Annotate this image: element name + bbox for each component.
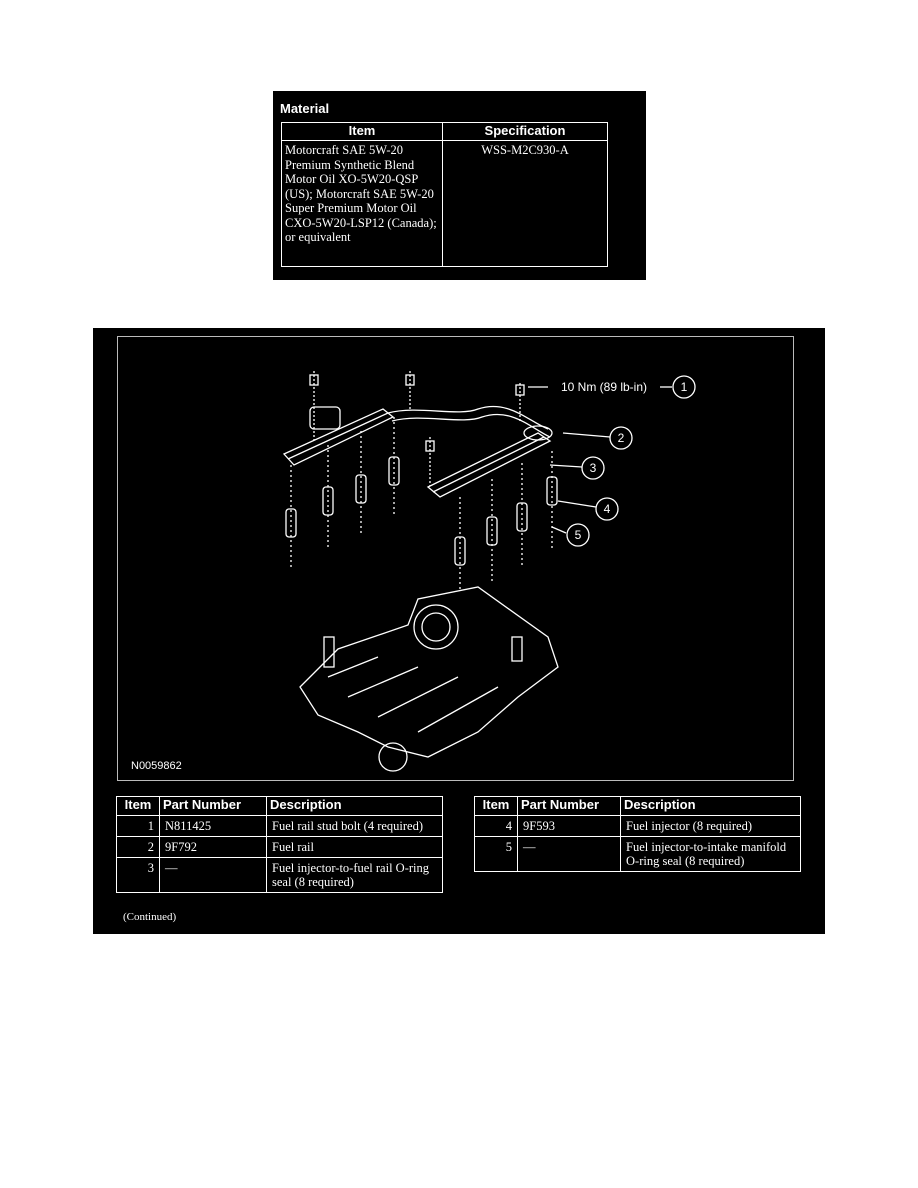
legend-item-cell: 2 — [116, 836, 160, 858]
right-fuel-rail-illustration — [426, 425, 553, 498]
legend-item-cell: 5 — [474, 836, 518, 872]
legend-row: 4 9F593 Fuel injector (8 required) — [474, 815, 801, 837]
callout-4 — [595, 497, 619, 521]
left-fuel-rail-illustration — [282, 405, 551, 466]
legend-item-cell: 1 — [116, 815, 160, 837]
legend-row: 3 — Fuel injector-to-fuel rail O-ring se… — [116, 857, 443, 893]
legend-header-item: Item — [116, 796, 160, 816]
legend-row: 5 — Fuel injector-to-intake manifold O-r… — [474, 836, 801, 872]
legend-item-cell: 3 — [116, 857, 160, 893]
legend-header-description: Description — [620, 796, 801, 816]
callout-leaders — [528, 386, 672, 534]
legend-item-cell: 4 — [474, 815, 518, 837]
material-spec-cell: WSS-M2C930-A — [442, 140, 608, 267]
material-header-row: Item Specification — [281, 122, 608, 141]
material-title: Material — [280, 101, 330, 116]
legend-header-row: Item Part Number Description — [116, 796, 443, 816]
callout-2-label: 2 — [618, 431, 625, 445]
legend-header-part: Part Number — [517, 796, 621, 816]
legend-table-left: Item Part Number Description 1 N811425 F… — [116, 796, 443, 893]
legend-header-part: Part Number — [159, 796, 267, 816]
callout-4-label: 4 — [604, 502, 611, 516]
legend-desc-cell: Fuel rail — [266, 836, 443, 858]
callout-5-label: 5 — [575, 528, 582, 542]
legend-desc-cell: Fuel injector (8 required) — [620, 815, 801, 837]
legend-desc-cell: Fuel injector-to-fuel rail O-ring seal (… — [266, 857, 443, 893]
callout-2 — [609, 426, 633, 450]
figure-id: N0059862 — [131, 760, 182, 772]
legend-part-cell: — — [517, 836, 621, 872]
injectors-illustration — [285, 417, 558, 627]
legend-row: 2 9F792 Fuel rail — [116, 836, 443, 858]
legend-desc-cell: Fuel rail stud bolt (4 required) — [266, 815, 443, 837]
legend-header-description: Description — [266, 796, 443, 816]
legend-header-item: Item — [474, 796, 518, 816]
legend-table-right: Item Part Number Description 4 9F593 Fue… — [474, 796, 801, 872]
legend-part-cell: 9F792 — [159, 836, 267, 858]
stud-bolt-illustration — [309, 371, 525, 487]
material-header-item: Item — [281, 122, 443, 141]
torque-label: 10 Nm (89 lb-in) — [561, 380, 647, 394]
callout-5 — [566, 523, 590, 547]
callout-3 — [581, 456, 605, 480]
continued-note: (Continued) — [123, 911, 177, 923]
intake-manifold-illustration — [299, 586, 559, 772]
legend-part-cell: N811425 — [159, 815, 267, 837]
legend-row: 1 N811425 Fuel rail stud bolt (4 require… — [116, 815, 443, 837]
material-row: Motorcraft SAE 5W-20 Premium Synthetic B… — [281, 140, 608, 267]
material-header-specification: Specification — [442, 122, 608, 141]
material-panel: Material Item Specification Motorcraft S… — [273, 91, 646, 280]
legend-part-cell: — — [159, 857, 267, 893]
material-table: Item Specification Motorcraft SAE 5W-20 … — [281, 122, 608, 267]
callout-1 — [672, 375, 696, 399]
callout-1-label: 1 — [681, 380, 688, 394]
legend-desc-cell: Fuel injector-to-intake manifold O-ring … — [620, 836, 801, 872]
diagram-panel: 10 Nm (89 lb-in) 1 2 3 4 5 N0059862 Item… — [93, 328, 825, 934]
legend-header-row: Item Part Number Description — [474, 796, 801, 816]
fuel-rail-exploded-diagram: 10 Nm (89 lb-in) 1 2 3 4 5 — [282, 371, 696, 772]
callout-3-label: 3 — [590, 461, 597, 475]
diagram-frame: 10 Nm (89 lb-in) 1 2 3 4 5 N0059862 — [117, 336, 794, 781]
legend-part-cell: 9F593 — [517, 815, 621, 837]
material-item-cell: Motorcraft SAE 5W-20 Premium Synthetic B… — [281, 140, 443, 267]
